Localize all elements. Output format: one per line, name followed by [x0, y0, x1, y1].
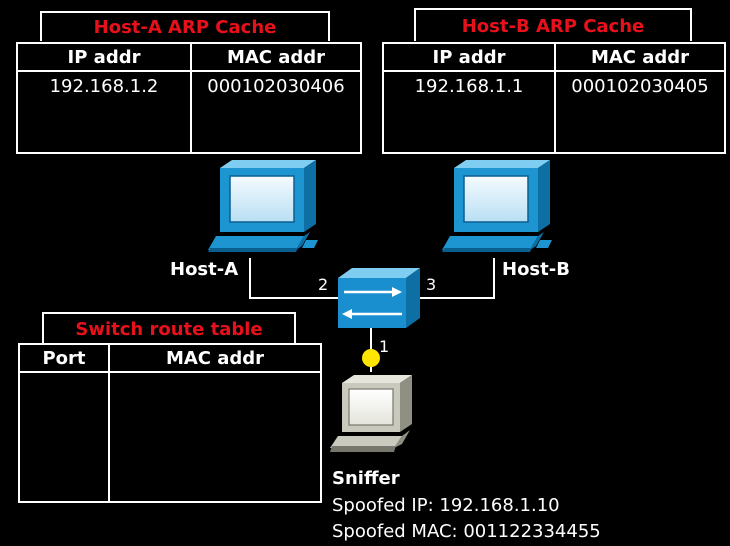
table-row: 192.168.1.2 000102030406 — [16, 70, 362, 154]
link-host-b-switch — [418, 258, 495, 299]
switch-row-mac — [108, 371, 322, 503]
port-2-label: 2 — [318, 275, 329, 294]
host-b-computer-icon — [442, 160, 552, 252]
switch-col-mac: MAC addr — [108, 343, 322, 373]
switch-table-title: Switch route table — [42, 312, 296, 343]
sniffer-computer-icon — [330, 375, 412, 452]
host-b-arp-table: IP addr MAC addr 192.168.1.1 00010203040… — [382, 42, 726, 154]
host-b-col-ip: IP addr — [382, 42, 556, 72]
host-a-row-ip: 192.168.1.2 — [16, 70, 192, 154]
host-b-col-mac: MAC addr — [554, 42, 726, 72]
spoofed-mac-text: Spoofed MAC: 001122334455 — [332, 521, 601, 542]
link-host-a-switch — [249, 258, 338, 299]
switch-row-port — [18, 371, 110, 503]
host-b-row-ip: 192.168.1.1 — [382, 70, 556, 154]
host-a-arp-table: IP addr MAC addr 192.168.1.2 00010203040… — [16, 42, 362, 154]
host-a-label: Host-A — [170, 259, 239, 280]
port-1-label: 1 — [379, 337, 390, 356]
host-b-label: Host-B — [502, 259, 570, 280]
sniffer-label: Sniffer — [332, 468, 400, 489]
switch-route-table: Port MAC addr — [18, 343, 322, 503]
table-row — [18, 371, 322, 503]
switch-icon — [338, 268, 420, 328]
port-3-label: 3 — [426, 275, 437, 294]
host-a-computer-icon — [208, 160, 318, 252]
host-b-cache-title: Host-B ARP Cache — [414, 8, 692, 41]
table-row: 192.168.1.1 000102030405 — [382, 70, 726, 154]
host-a-row-mac: 000102030406 — [190, 70, 362, 154]
host-b-row-mac: 000102030405 — [554, 70, 726, 154]
host-a-col-mac: MAC addr — [190, 42, 362, 72]
link-indicator-dot — [362, 349, 380, 367]
switch-col-port: Port — [18, 343, 110, 373]
host-a-col-ip: IP addr — [16, 42, 192, 72]
host-a-cache-title: Host-A ARP Cache — [40, 11, 330, 41]
spoofed-ip-text: Spoofed IP: 192.168.1.10 — [332, 495, 560, 516]
